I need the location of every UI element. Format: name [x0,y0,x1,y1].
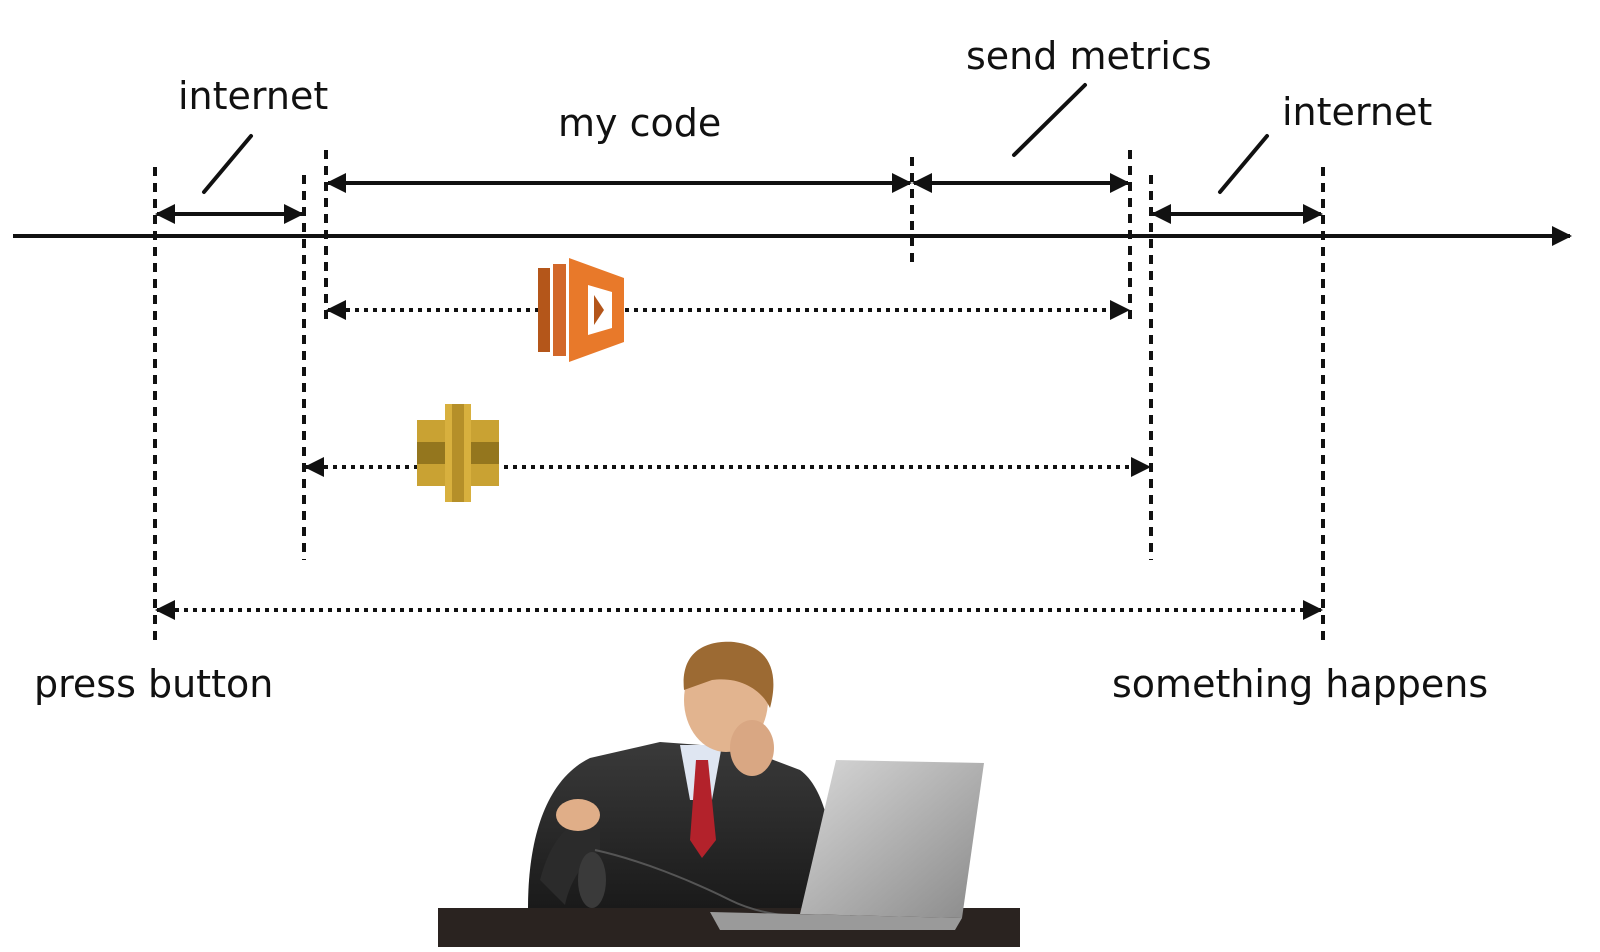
leader-internet-left [202,134,253,194]
aws-api-gateway-icon [417,404,499,502]
leader-send-metrics [1012,83,1087,157]
aws-lambda-icon [538,258,624,362]
bored-businessman-at-laptop-illustration [438,641,1020,947]
label-my-code: my code [558,101,722,145]
label-something-happens: something happens [1112,662,1489,706]
label-internet-response: internet [1282,90,1433,134]
label-press-button: press button [34,662,274,706]
label-send-metrics: send metrics [966,34,1212,78]
leader-internet-right [1218,134,1269,194]
label-internet-request: internet [178,74,329,118]
